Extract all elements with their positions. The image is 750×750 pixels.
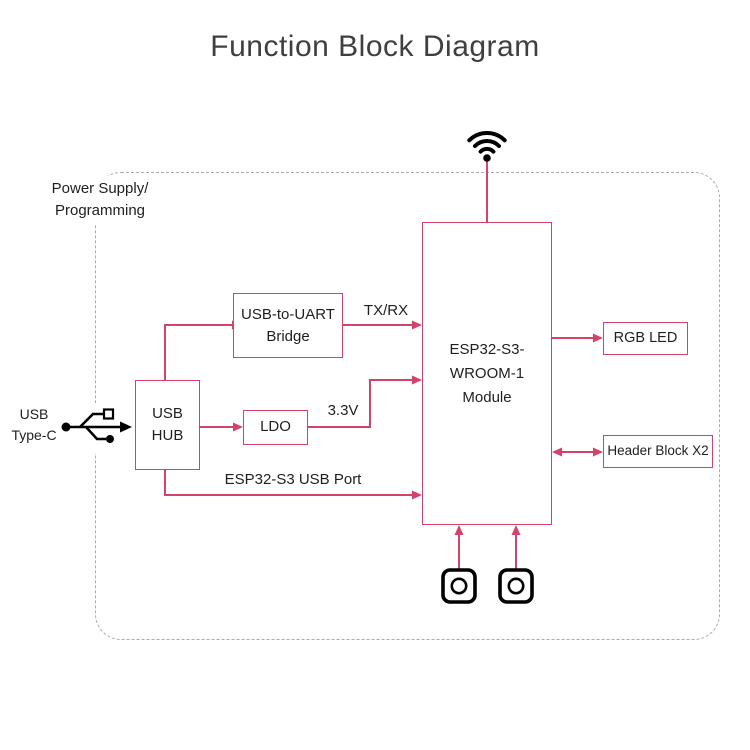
- wire-button-right-to-esp32: [511, 525, 521, 570]
- wire-usbhub-to-ldo: [200, 422, 243, 432]
- label-esp32-s3-usb-port: ESP32-S3 USB Port: [224, 471, 362, 488]
- block-ldo: LDO: [243, 410, 308, 445]
- block-rgb-led: RGB LED: [603, 322, 688, 355]
- push-button-right-icon: [498, 568, 534, 604]
- power-supply-region-label: Power Supply/ Programming: [36, 176, 164, 224]
- push-button-left-icon: [441, 568, 477, 604]
- wire-esp32-to-rgbled: [552, 333, 603, 343]
- wire-usbhub-to-bridge: [164, 320, 242, 380]
- label-usb-type-c: USB Type-C: [11, 406, 57, 443]
- label-3v3: 3.3V: [327, 402, 359, 419]
- page-title: Function Block Diagram: [210, 30, 540, 63]
- wire-ldo-to-esp32: [308, 375, 422, 428]
- wire-esp32-to-headerblock: [552, 447, 603, 457]
- wire-bridge-to-esp32: [343, 320, 422, 330]
- block-usb-hub: USB HUB: [135, 380, 200, 470]
- wire-button-left-to-esp32: [454, 525, 464, 570]
- usb-trident-icon: [56, 403, 136, 453]
- wifi-icon: [467, 130, 507, 162]
- label-tx-rx: TX/RX: [363, 302, 409, 319]
- block-esp32-s3-wroom-1-module: ESP32-S3- WROOM-1 Module: [422, 222, 552, 525]
- block-usb-to-uart-bridge: USB-to-UART Bridge: [233, 293, 343, 358]
- wire-usbhub-to-esp32-usb-port: [164, 470, 422, 500]
- block-header-block-x2: Header Block X2: [603, 435, 713, 468]
